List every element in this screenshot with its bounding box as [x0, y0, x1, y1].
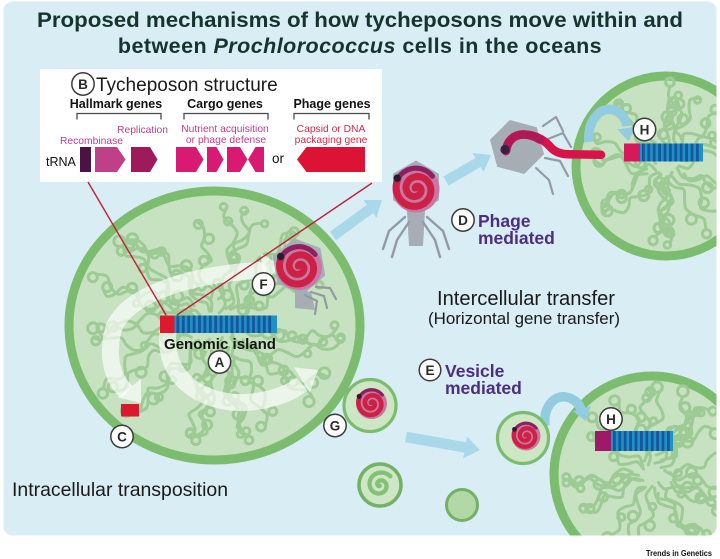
svg-text:or: or	[272, 151, 285, 166]
svg-text:tRNA: tRNA	[46, 155, 77, 169]
svg-text:Capsid or DNA: Capsid or DNA	[297, 124, 366, 135]
svg-text:between Prochlorococcus cells: between Prochlorococcus cells in the oce…	[118, 34, 602, 58]
svg-text:Phage genes: Phage genes	[293, 97, 370, 111]
svg-text:D: D	[458, 213, 468, 228]
svg-text:H: H	[640, 122, 650, 137]
svg-text:mediated: mediated	[445, 378, 522, 398]
svg-text:packaging gene: packaging gene	[295, 135, 368, 146]
svg-text:Replication: Replication	[117, 125, 168, 136]
svg-text:Phage: Phage	[478, 211, 531, 231]
svg-text:Trends in Genetics: Trends in Genetics	[646, 548, 712, 558]
svg-text:A: A	[215, 355, 225, 370]
svg-text:Cargo genes: Cargo genes	[187, 97, 263, 111]
svg-text:Vesicle: Vesicle	[445, 361, 505, 381]
svg-text:H: H	[606, 412, 616, 427]
svg-text:Intercellular transfer: Intercellular transfer	[437, 287, 615, 310]
svg-text:F: F	[259, 277, 267, 292]
svg-text:G: G	[330, 418, 341, 433]
svg-text:mediated: mediated	[478, 228, 555, 248]
svg-text:Genomic island: Genomic island	[164, 337, 276, 353]
svg-text:E: E	[425, 363, 434, 378]
svg-text:Proposed mechanisms of how tyc: Proposed mechanisms of how tycheposons m…	[37, 8, 683, 32]
svg-text:or phage defense: or phage defense	[186, 135, 266, 146]
svg-text:C: C	[117, 429, 127, 444]
svg-text:B: B	[78, 77, 88, 92]
svg-text:(Horizontal gene transfer): (Horizontal gene transfer)	[428, 310, 620, 328]
svg-text:Nutrient acquisition: Nutrient acquisition	[181, 124, 269, 135]
svg-text:Tycheposon structure: Tycheposon structure	[96, 75, 278, 96]
svg-text:Hallmark genes: Hallmark genes	[70, 97, 162, 111]
svg-text:Recombinase: Recombinase	[60, 136, 123, 147]
svg-text:Intracellular transposition: Intracellular transposition	[12, 479, 228, 501]
